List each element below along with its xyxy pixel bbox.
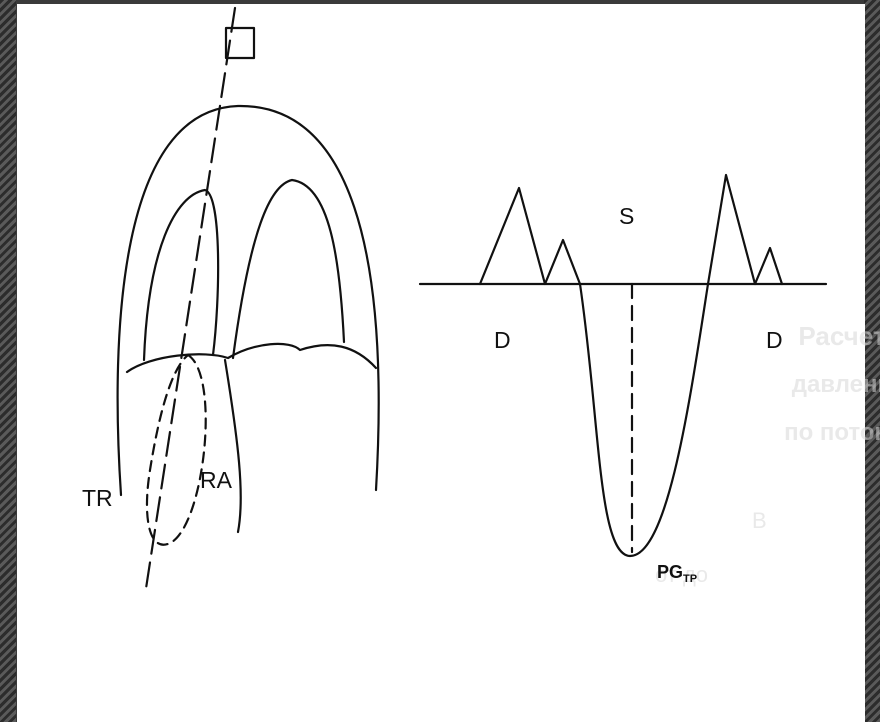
pg-label-subscript: TP: [683, 573, 697, 585]
right-atrium-chamber: [144, 190, 218, 360]
ra-wall-line: [225, 360, 241, 532]
d-label-right: D: [766, 327, 783, 353]
ra-label: RA: [200, 467, 233, 493]
bleed-line-3: по потока: [784, 419, 880, 446]
bleed-line-1: Расчет: [798, 321, 880, 351]
bleed-through-text: Расчет давлени по потока В от до: [655, 321, 880, 587]
left-atrium-chamber: [233, 180, 344, 358]
diastolic-waves-right: [708, 175, 782, 284]
d-label-left: D: [494, 327, 511, 353]
s-label: S: [619, 203, 634, 229]
bleed-line-4: В: [752, 508, 767, 533]
diastolic-waves-left: [480, 188, 580, 284]
systolic-regurgitant-wave: [580, 284, 708, 556]
doppler-beam-line: [145, 8, 235, 595]
valve-plane-line: [127, 344, 376, 372]
tr-label: TR: [82, 485, 113, 511]
pg-label-main: PG: [657, 562, 683, 582]
bleed-line-2: давлени: [792, 371, 880, 398]
